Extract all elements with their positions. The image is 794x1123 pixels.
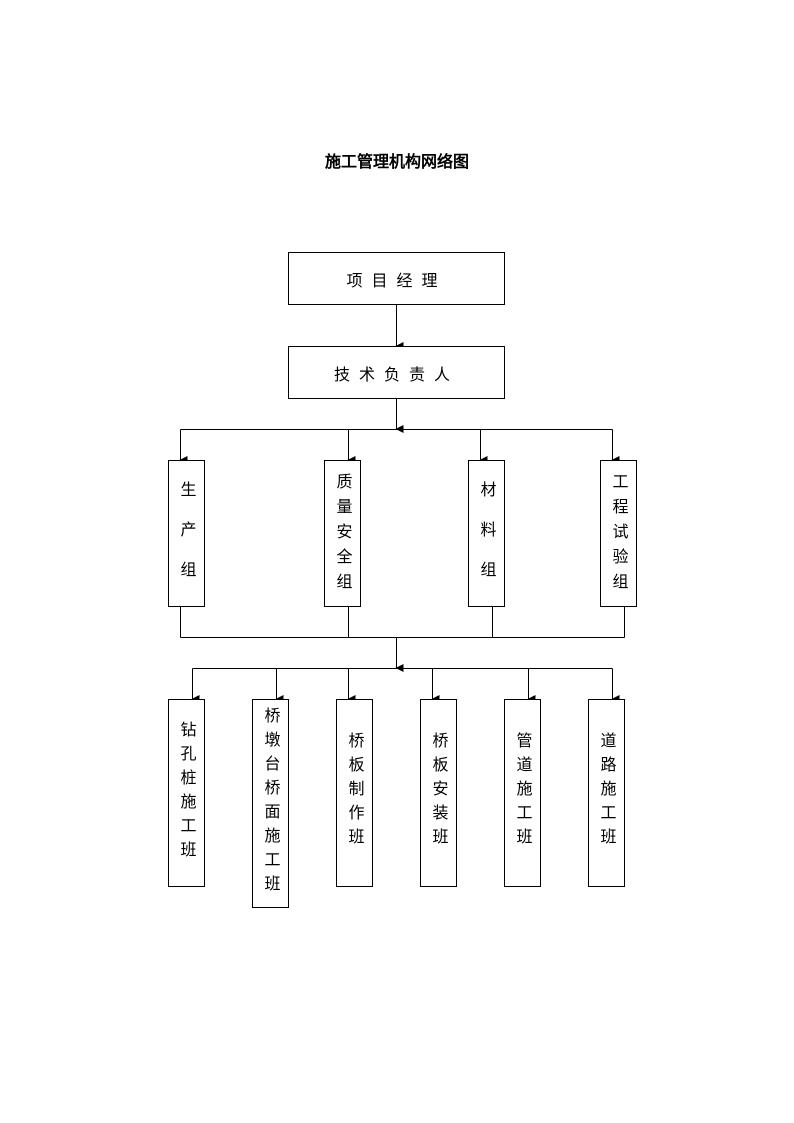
group-material-box: 材料组 bbox=[468, 460, 505, 607]
team-pier-box: 桥墩台桥面施工班 bbox=[252, 699, 289, 908]
tech-lead-label: 技术负责人 bbox=[333, 364, 459, 384]
project-manager-label: 项目经理 bbox=[346, 270, 447, 290]
team-slab-install-box: 桥板安装班 bbox=[420, 699, 457, 887]
team-slab-make-label: 桥板制作班 bbox=[345, 732, 365, 852]
project-manager-box: 项目经理 bbox=[288, 252, 505, 305]
group-quality-box: 质量安全组 bbox=[324, 460, 361, 607]
group-testing-label: 工程试验组 bbox=[609, 473, 629, 598]
team-pipe-label: 管道施工班 bbox=[513, 732, 533, 852]
team-pier-label: 桥墩台桥面施工班 bbox=[261, 707, 281, 899]
group-testing-box: 工程试验组 bbox=[600, 460, 637, 607]
group-quality-label: 质量安全组 bbox=[333, 473, 353, 598]
group-material-label: 材料组 bbox=[477, 481, 497, 601]
page-title: 施工管理机构网络图 bbox=[324, 152, 469, 171]
team-drilling-box: 钻孔桩施工班 bbox=[168, 699, 205, 887]
team-slab-install-label: 桥板安装班 bbox=[429, 732, 449, 852]
team-slab-make-box: 桥板制作班 bbox=[336, 699, 373, 887]
tech-lead-box: 技术负责人 bbox=[288, 346, 505, 399]
team-drilling-label: 钻孔桩施工班 bbox=[177, 721, 197, 865]
group-production-label: 生产组 bbox=[177, 481, 197, 601]
team-road-label: 道路施工班 bbox=[597, 732, 617, 852]
group-production-box: 生产组 bbox=[168, 460, 205, 607]
team-pipe-box: 管道施工班 bbox=[504, 699, 541, 887]
team-road-box: 道路施工班 bbox=[588, 699, 625, 887]
